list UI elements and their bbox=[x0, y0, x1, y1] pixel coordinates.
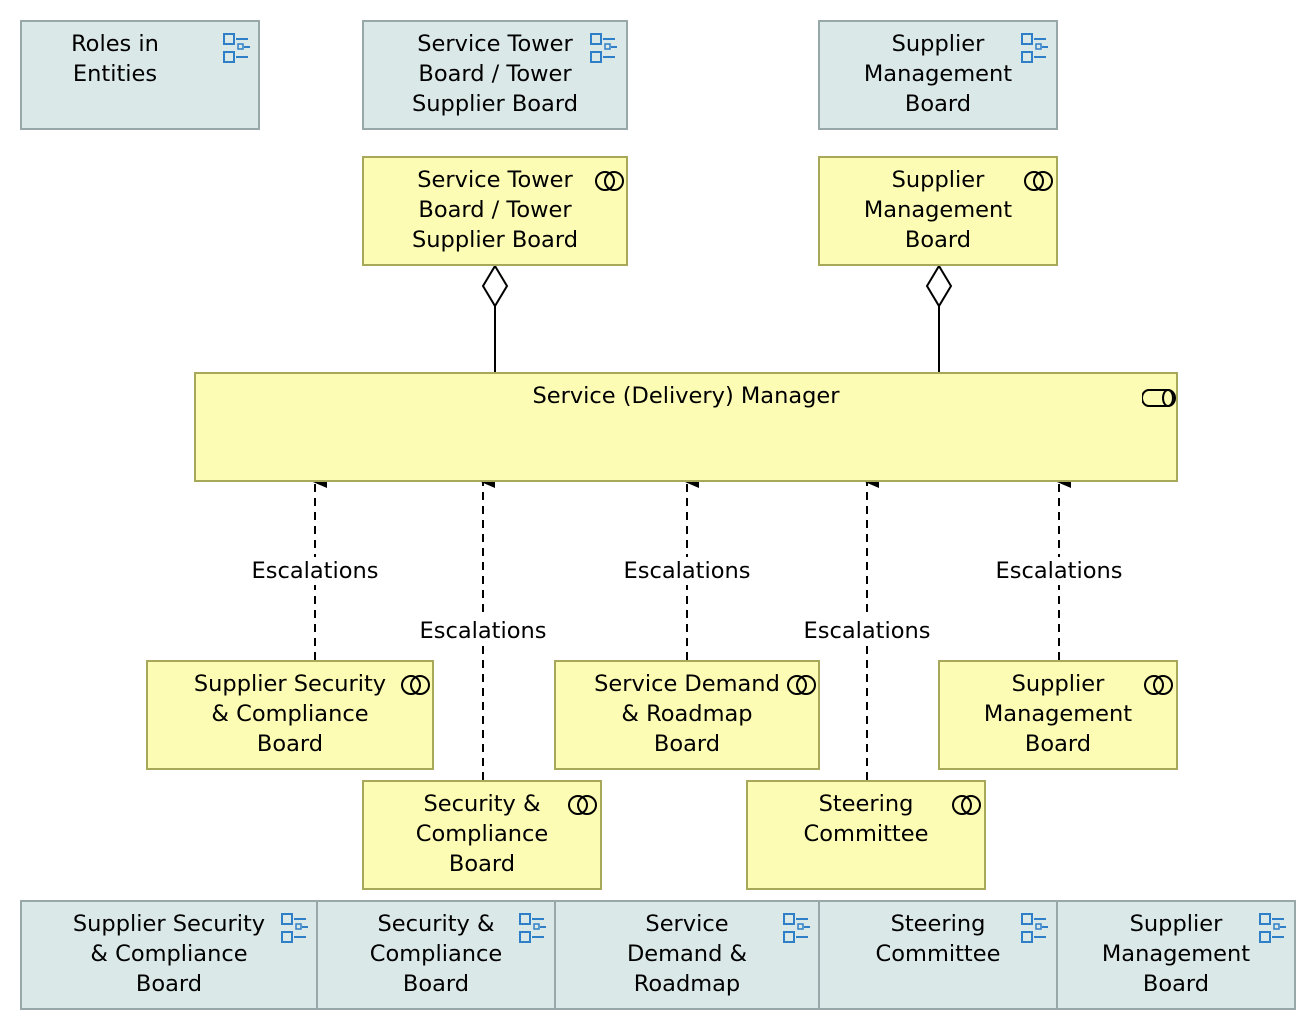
collaboration-icon bbox=[401, 675, 430, 695]
escalation-label-4: Escalations bbox=[803, 617, 931, 645]
collaboration-icon bbox=[568, 795, 597, 815]
central-label: Service (Delivery) Manager bbox=[532, 383, 840, 409]
role-label: Security & Compliance Board bbox=[415, 791, 549, 877]
group-supplier-management-board-bottom[interactable]: Supplier Management Board bbox=[1056, 900, 1296, 1010]
group-label: Service Tower Board / Tower Supplier Boa… bbox=[412, 31, 578, 117]
collaboration-icon bbox=[952, 795, 981, 815]
group-label: Supplier Management Board bbox=[1101, 911, 1251, 997]
escalation-label-3: Escalations bbox=[623, 557, 751, 585]
role-label: Service Demand & Roadmap Board bbox=[594, 671, 780, 757]
role-supplier-security-compliance-board[interactable]: Supplier Security & Compliance Board bbox=[146, 660, 434, 770]
group-label: Security & Compliance Board bbox=[369, 911, 503, 997]
role-supplier-management-board[interactable]: Supplier Management Board bbox=[818, 156, 1058, 266]
group-label: Supplier Security & Compliance Board bbox=[72, 911, 266, 997]
grouping-icon bbox=[590, 33, 617, 63]
collaboration-icon bbox=[787, 675, 816, 695]
collaboration-icon bbox=[1024, 171, 1053, 191]
role-security-compliance-board[interactable]: Security & Compliance Board bbox=[362, 780, 602, 890]
aggregation-supplier-management bbox=[925, 264, 953, 372]
role-label: Supplier Security & Compliance Board bbox=[193, 671, 387, 757]
role-service-delivery-manager[interactable]: Service (Delivery) Manager bbox=[194, 372, 1178, 482]
grouping-icon bbox=[1021, 913, 1048, 943]
group-steering-committee[interactable]: Steering Committee bbox=[818, 900, 1058, 1010]
role-service-tower-board[interactable]: Service Tower Board / Tower Supplier Boa… bbox=[362, 156, 628, 266]
group-service-demand-roadmap[interactable]: Service Demand & Roadmap bbox=[554, 900, 820, 1010]
group-service-tower-board[interactable]: Service Tower Board / Tower Supplier Boa… bbox=[362, 20, 628, 130]
grouping-icon bbox=[1259, 913, 1286, 943]
escalation-label-2: Escalations bbox=[419, 617, 547, 645]
group-supplier-security-compliance-board[interactable]: Supplier Security & Compliance Board bbox=[20, 900, 318, 1010]
role-label: Supplier Management Board bbox=[983, 671, 1133, 757]
group-label: Supplier Management Board bbox=[863, 31, 1013, 117]
group-label: Service Demand & Roadmap bbox=[626, 911, 748, 997]
role-label: Supplier Management Board bbox=[863, 167, 1013, 253]
group-supplier-management-board[interactable]: Supplier Management Board bbox=[818, 20, 1058, 130]
role-supplier-management-board-bottom[interactable]: Supplier Management Board bbox=[938, 660, 1178, 770]
group-label: Roles in Entities bbox=[71, 31, 159, 87]
role-steering-committee[interactable]: Steering Committee bbox=[746, 780, 986, 890]
grouping-icon bbox=[1021, 33, 1048, 63]
role-label: Service Tower Board / Tower Supplier Boa… bbox=[412, 167, 578, 253]
group-security-compliance-board[interactable]: Security & Compliance Board bbox=[316, 900, 556, 1010]
escalation-label-5: Escalations bbox=[995, 557, 1123, 585]
aggregation-tower bbox=[481, 264, 509, 372]
grouping-icon bbox=[783, 913, 810, 943]
role-label: Steering Committee bbox=[803, 791, 929, 847]
grouping-icon bbox=[519, 913, 546, 943]
collaboration-icon bbox=[595, 171, 624, 191]
grouping-icon bbox=[281, 913, 308, 943]
role-icon bbox=[1142, 389, 1176, 407]
group-roles-in-entities[interactable]: Roles in Entities bbox=[20, 20, 260, 130]
group-label: Steering Committee bbox=[875, 911, 1001, 967]
collaboration-icon bbox=[1144, 675, 1173, 695]
escalation-label-1: Escalations bbox=[251, 557, 379, 585]
role-service-demand-roadmap-board[interactable]: Service Demand & Roadmap Board bbox=[554, 660, 820, 770]
grouping-icon bbox=[223, 33, 250, 63]
